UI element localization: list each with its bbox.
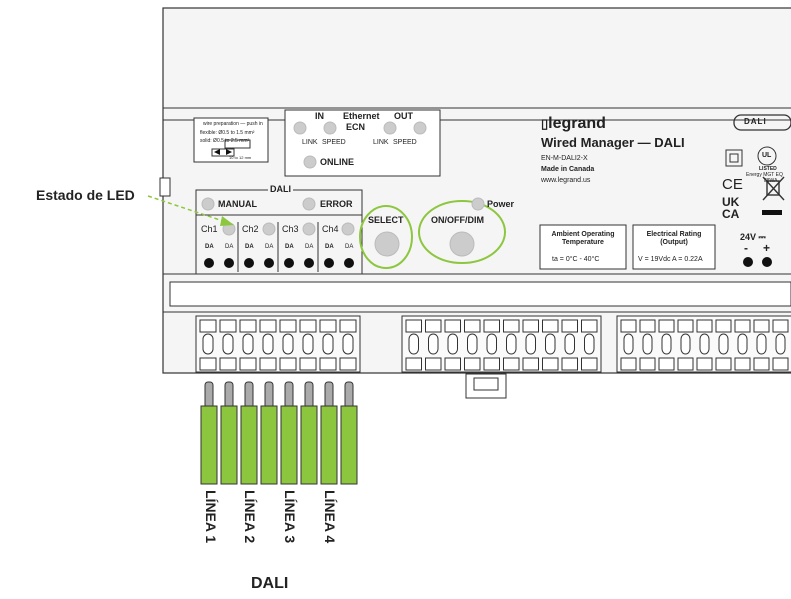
power-label: Power bbox=[487, 199, 515, 209]
error-led bbox=[302, 197, 316, 211]
ul-text: UL bbox=[762, 152, 772, 159]
select-highlight bbox=[359, 205, 413, 269]
ch3-label: Ch3 bbox=[282, 224, 299, 234]
onoff-button-label: ON/OFF/DIM bbox=[431, 215, 484, 225]
ecn-label: ECN bbox=[346, 122, 366, 132]
dali-wires bbox=[200, 381, 358, 485]
side-clip bbox=[159, 177, 171, 197]
terminal-blocks bbox=[195, 315, 791, 373]
power-24v-label: 24V ⎓ bbox=[740, 233, 766, 242]
power-plus-label: + bbox=[763, 241, 771, 255]
ambient-value: ta = 0°C - 40°C bbox=[552, 256, 600, 263]
website-url: www.legrand.us bbox=[541, 177, 591, 184]
dali-group-label: DALI bbox=[251, 575, 289, 592]
in-speed-label: SPEED bbox=[322, 139, 346, 146]
model-number: EN-M-DALI2-X bbox=[541, 155, 588, 162]
made-in-label: Made in Canada bbox=[541, 166, 595, 173]
callout-led-status: Estado de LED bbox=[36, 187, 135, 203]
da-label: DA bbox=[205, 244, 214, 250]
line-3-label: LÍNEA 3 bbox=[282, 490, 298, 544]
da-label: DA bbox=[305, 244, 314, 250]
ch3-led bbox=[302, 222, 316, 236]
product-name: Wired Manager — DALI bbox=[541, 135, 685, 150]
power-24v-text: 24V bbox=[740, 232, 757, 242]
select-button-label: SELECT bbox=[368, 215, 404, 225]
in-link-label: LINK bbox=[302, 139, 318, 146]
line-4-label: LÍNEA 4 bbox=[322, 490, 338, 544]
ambient-box bbox=[539, 224, 627, 270]
online-label: ONLINE bbox=[320, 157, 355, 167]
power-minus-label: - bbox=[744, 241, 748, 255]
wire-prep-text-2: flexible: Ø0.5 to 1.5 mm² bbox=[200, 130, 255, 136]
energy-code: 88WA bbox=[764, 178, 778, 184]
power-plus-dot bbox=[762, 257, 772, 267]
listed-text: LISTED bbox=[759, 166, 777, 172]
out-speed-led bbox=[413, 121, 427, 135]
weee-icon bbox=[762, 176, 785, 201]
line-1-label: LÍNEA 1 bbox=[203, 490, 219, 544]
ul-logo bbox=[757, 146, 777, 166]
out-link-led bbox=[383, 121, 397, 135]
ambient-title: Ambient Operating Temperature bbox=[551, 231, 615, 247]
ch1-label: Ch1 bbox=[201, 224, 218, 234]
da-label: DA bbox=[245, 244, 254, 250]
ch4-led bbox=[341, 222, 355, 236]
electrical-title: Electrical Rating (Output) bbox=[646, 231, 702, 247]
out-speed-label: SPEED bbox=[393, 139, 417, 146]
power-minus-dot bbox=[743, 257, 753, 267]
dali-logo bbox=[733, 114, 791, 131]
onoff-button-circle[interactable] bbox=[449, 231, 475, 257]
label-strip bbox=[169, 281, 791, 307]
out-link-label: LINK bbox=[373, 139, 389, 146]
wire-prep-text-1: wire preparation — push in bbox=[203, 121, 263, 127]
ce-mark: CE bbox=[722, 176, 743, 193]
legrand-logo-text: legrand bbox=[548, 115, 606, 132]
dc-symbol-icon: ⎓ bbox=[758, 232, 766, 242]
ukca-mark-1: UK bbox=[722, 195, 740, 209]
energy-text: Energy MGT EQ bbox=[746, 172, 783, 178]
wire-prep-text-3: solid: Ø0.5 to 2.5 mm² bbox=[200, 138, 250, 144]
ethernet-title: Ethernet bbox=[343, 111, 380, 121]
select-button-circle[interactable] bbox=[374, 231, 400, 257]
ethernet-out-label: OUT bbox=[394, 111, 413, 121]
onoff-highlight bbox=[418, 200, 506, 264]
da-label: DA bbox=[325, 244, 334, 250]
dali-logo-text: DALI bbox=[744, 117, 767, 126]
error-label: ERROR bbox=[320, 199, 353, 209]
ch2-led bbox=[262, 222, 276, 236]
dali-panel-title: DALI bbox=[268, 184, 293, 194]
manual-label: MANUAL bbox=[218, 199, 257, 209]
online-led bbox=[303, 155, 317, 169]
in-speed-led bbox=[323, 121, 337, 135]
power-led bbox=[471, 197, 485, 211]
electrical-value: V = 19Vdc A = 0.22A bbox=[638, 256, 703, 263]
legrand-mark-icon: ▯ bbox=[541, 116, 549, 131]
da-label: DA bbox=[265, 244, 274, 250]
da-label: DA bbox=[285, 244, 294, 250]
wire-prep-text-4: 10 to 12 mm bbox=[229, 155, 252, 160]
legrand-logo: ▯legrand bbox=[541, 116, 606, 132]
da-label: DA bbox=[345, 244, 354, 250]
da-label: DA bbox=[225, 244, 234, 250]
line-2-label: LÍNEA 2 bbox=[242, 490, 258, 544]
dali-terminal-dots bbox=[204, 258, 354, 268]
in-link-led bbox=[293, 121, 307, 135]
ukca-mark-2: CA bbox=[722, 207, 740, 221]
ethernet-in-label: IN bbox=[315, 111, 324, 121]
ch4-label: Ch4 bbox=[322, 224, 339, 234]
electrical-box bbox=[632, 224, 716, 270]
manual-led bbox=[201, 197, 215, 211]
ch2-label: Ch2 bbox=[242, 224, 259, 234]
